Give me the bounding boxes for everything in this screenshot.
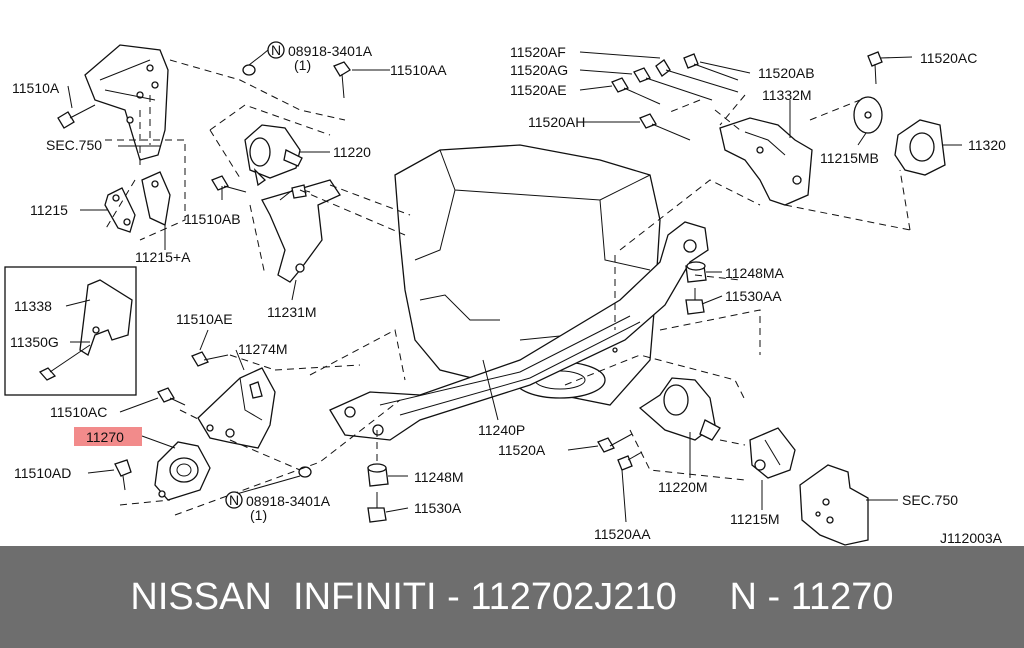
callout-qty-top: (1): [294, 57, 311, 73]
n-symbol-icon: [267, 41, 285, 59]
parts-diagram: N 08918-3401A (1) 11510AA 11510A SEC.750…: [4, 41, 1007, 546]
callout-11220m: 11220M: [658, 479, 708, 495]
bracket-11231m: [261, 179, 341, 283]
callout-11231m: 11231M: [267, 304, 317, 320]
callout-11350g: 11350G: [10, 334, 59, 350]
callout-11520ah: 11520AH: [528, 114, 585, 130]
bolt-11520ac: [867, 51, 883, 85]
callout-11320: 11320: [968, 137, 1006, 153]
callout-11332m: 11332M: [762, 87, 812, 103]
bolt-11530aa: [685, 288, 705, 315]
bolt-11510ae: [191, 351, 229, 367]
callout-11520aa: 11520AA: [594, 526, 651, 542]
highlight-box-11270: [74, 427, 142, 446]
callout-11520ag: 11520AG: [510, 62, 568, 78]
leader-lines: [65, 49, 962, 523]
callout-11248ma: 11248MA: [725, 265, 785, 281]
bracket-11274m: [197, 367, 276, 449]
callout-11248m: 11248M: [414, 469, 464, 485]
callout-11274m: 11274M: [238, 341, 288, 357]
callout-11510ae: 11510AE: [176, 311, 233, 327]
mount-insulator-11320: [894, 119, 946, 176]
callout-11270: 11270: [86, 429, 124, 445]
bolt-11510aa: [333, 61, 351, 99]
n-symbol-label-bottom: N: [229, 492, 239, 508]
bracket-11332m: [719, 117, 813, 206]
bolt-11530a: [367, 492, 387, 523]
bolt-11510ad: [114, 459, 132, 491]
callout-08918-3401a-bottom: 08918-3401A: [246, 493, 331, 509]
callout-08918-3401a-top: 08918-3401A: [288, 43, 373, 59]
crossmember-11240p: [329, 221, 709, 441]
bolts-11520-group: [611, 53, 739, 141]
washer-11215mb: [853, 96, 883, 134]
front-bracket: [84, 44, 169, 161]
callout-11220: 11220: [333, 144, 371, 160]
callout-11520ae: 11520AE: [510, 82, 567, 98]
callout-11520ac: 11520AC: [920, 50, 977, 66]
stopper-11248m: [367, 463, 389, 487]
callout-11530aa: 11530AA: [725, 288, 782, 304]
callout-11215mb: 11215MB: [820, 150, 879, 166]
bolt-11520a: [597, 433, 633, 453]
bolt-11510ac: [157, 387, 186, 406]
footer-banner: NISSAN INFINITI - 112702J210 N - 11270: [0, 546, 1024, 648]
callout-11510ab: 11510AB: [184, 211, 241, 227]
bracket-sec750: [799, 464, 869, 546]
callout-qty-bottom: (1): [250, 507, 267, 523]
callout-11510a: 11510A: [12, 80, 60, 96]
stopper-11248ma: [685, 261, 707, 283]
callout-labels: N 08918-3401A (1) 11510AA 11510A SEC.750…: [10, 41, 1006, 546]
mount-insulator-11220: [244, 124, 303, 187]
engine-mount-11270: [154, 441, 211, 501]
callout-11215m: 11215M: [730, 511, 780, 527]
callout-11510ac: 11510AC: [50, 404, 107, 420]
nut-08918a: [242, 64, 256, 76]
callout-11510aa: 11510AA: [390, 62, 447, 78]
n-symbol-icon-bottom: [225, 491, 243, 509]
callout-11530a: 11530A: [414, 500, 462, 516]
callout-11520a: 11520A: [498, 442, 546, 458]
inset-box: [4, 266, 137, 396]
callout-11240p: 11240P: [478, 422, 525, 438]
callout-11510ad: 11510AD: [14, 465, 71, 481]
callout-11215-a: 11215+A: [135, 249, 191, 265]
bolt-11520aa: [617, 451, 643, 471]
callout-sec750-top: SEC.750: [46, 137, 102, 153]
callout-11338: 11338: [14, 298, 52, 314]
callout-11520af: 11520AF: [510, 44, 566, 60]
callout-sec750-bottom: SEC.750: [902, 492, 958, 508]
assembly-dashed-lines: [104, 59, 911, 516]
footer-part-text: NISSAN INFINITI - 112702J210 N - 11270: [130, 575, 894, 618]
bolt-11510ab: [211, 175, 247, 193]
mount-insulator-11220m: [638, 377, 721, 441]
link-11215m: [749, 427, 796, 479]
callout-11215: 11215: [30, 202, 68, 218]
link-11215: [104, 171, 171, 233]
callout-11520ab: 11520AB: [758, 65, 815, 81]
bolt-11510a: [57, 104, 96, 129]
drawing-id: J112003A: [940, 530, 1003, 546]
n-symbol-label: N: [271, 42, 281, 58]
